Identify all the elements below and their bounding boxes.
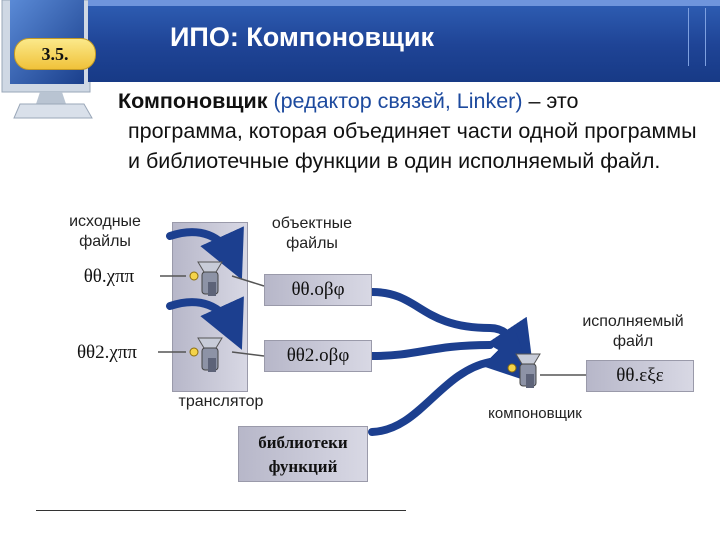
source-files-label: исходные файлы — [69, 213, 141, 250]
linker-label: компоновщик — [488, 405, 582, 422]
object-files-label: объектные файлы — [271, 215, 353, 252]
page-title: ИПО: Компоновщик — [170, 22, 434, 52]
translator-label: транслятор — [178, 393, 264, 410]
source-file-2: θθ2.χππ — [76, 342, 138, 363]
header-bar — [88, 0, 720, 82]
exe-file: θθ.εξε — [586, 360, 694, 392]
definition-body: программа, которая объединяет части одно… — [128, 119, 697, 173]
gear-icon — [507, 353, 541, 388]
gear-icon — [189, 337, 223, 372]
definition-text: Компоновщик (редактор связей, Linker) – … — [118, 86, 708, 176]
definition-term: Компоновщик — [118, 89, 268, 113]
footer-divider — [36, 510, 406, 511]
definition-dash: – это — [528, 89, 579, 113]
definition-parenthetical: (редактор связей, Linker) — [273, 89, 523, 113]
exe-file-label: исполняемый файл — [582, 313, 684, 350]
slide-number-badge: 3.5. — [14, 38, 96, 70]
library-box: библиотеки функций — [238, 426, 368, 482]
source-file-1: θθ.χππ — [83, 266, 135, 287]
object-file-2: θθ2.οβφ — [264, 340, 372, 372]
gear-icon — [189, 261, 223, 296]
object-file-1: θθ.οβφ — [264, 274, 372, 306]
